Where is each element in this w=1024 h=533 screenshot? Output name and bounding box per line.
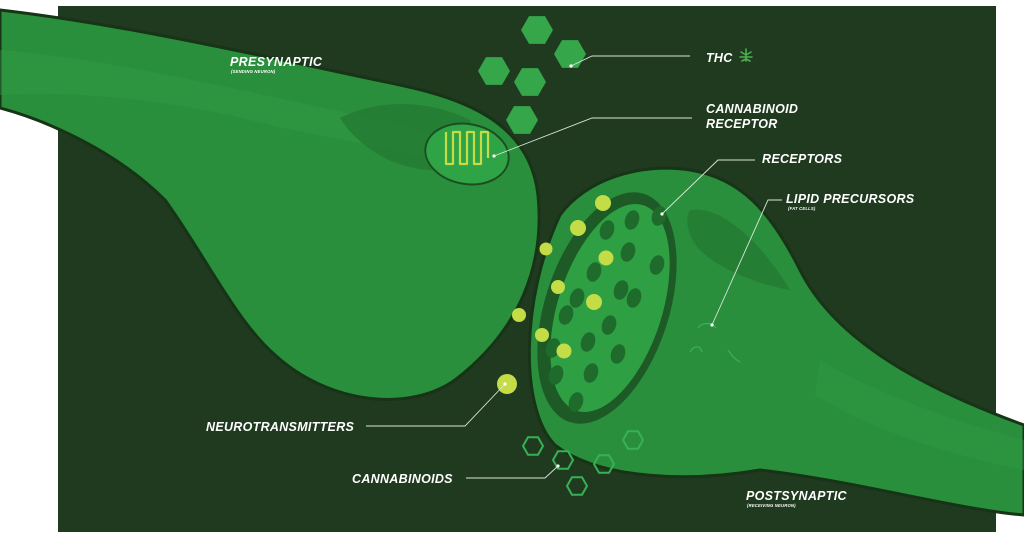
cannabinoid-receptor-callout: CANNABINOID RECEPTOR xyxy=(492,102,798,158)
cannabinoid-molecule xyxy=(551,450,575,470)
receptor-spot xyxy=(586,262,602,282)
receptor-spot xyxy=(558,305,574,325)
thc-molecule xyxy=(554,40,586,68)
presynaptic-sublabel: (SENDING NEURON) xyxy=(231,69,276,74)
receptor-site xyxy=(537,192,677,424)
receptor-spot xyxy=(626,288,642,308)
receptor-spot xyxy=(548,365,564,385)
receptor-spot xyxy=(568,392,584,412)
neurotransmitter xyxy=(535,328,549,342)
neurotransmitters-label: NEUROTRANSMITTERS xyxy=(206,420,355,434)
cannabis-leaf-icon xyxy=(739,48,753,62)
receptor-spot xyxy=(620,242,636,262)
cannabinoid-receptor-label-line1: CANNABINOID xyxy=(706,102,798,116)
receptor-spot xyxy=(583,363,599,383)
cannabinoid-molecule xyxy=(592,454,616,474)
receptors-callout: RECEPTORS xyxy=(660,152,842,216)
thc-molecule xyxy=(521,16,553,44)
neurotransmitter xyxy=(556,343,572,359)
neurotransmitter xyxy=(570,220,586,236)
thc-molecules xyxy=(478,16,586,134)
neurotransmitter-dots xyxy=(497,195,614,394)
neurotransmitter xyxy=(539,242,553,256)
receptor-spot xyxy=(610,344,626,364)
cannabinoids-callout: CANNABINOIDS xyxy=(352,464,560,486)
receptor-spot xyxy=(580,332,596,352)
cannabinoid-molecules xyxy=(521,430,645,496)
receptor-spot xyxy=(601,315,617,335)
neurotransmitter xyxy=(497,374,517,394)
receptors-label: RECEPTORS xyxy=(762,152,843,166)
lipid-precursors-label: LIPID PRECURSORS xyxy=(786,192,915,206)
neurotransmitter xyxy=(512,308,526,322)
receptor-spot xyxy=(569,288,585,308)
neurotransmitter xyxy=(595,195,611,211)
cannabinoid-receptor xyxy=(424,122,510,186)
postsynaptic-label: POSTSYNAPTIC xyxy=(746,489,848,503)
lipid-precursors xyxy=(689,322,741,363)
neurotransmitter xyxy=(586,294,602,310)
thc-label: THC xyxy=(706,51,733,65)
receptor-spot xyxy=(545,338,561,358)
receptor-spot xyxy=(624,210,640,230)
neurotransmitter xyxy=(598,250,614,266)
thc-molecule xyxy=(478,57,510,85)
thc-callout: THC xyxy=(569,48,753,68)
receptor-spot xyxy=(649,255,665,275)
cannabinoid-receptor-label-line2: RECEPTOR xyxy=(706,117,778,131)
receptor-spot xyxy=(613,280,629,300)
presynaptic-label: PRESYNAPTIC xyxy=(230,55,323,69)
postsynaptic-sublabel: (RECEIVING NEURON) xyxy=(747,503,796,508)
receptor-spot xyxy=(599,220,615,240)
thc-molecule xyxy=(506,106,538,134)
presynaptic-neuron xyxy=(0,8,541,401)
neurotransmitters-callout: NEUROTRANSMITTERS xyxy=(206,382,507,434)
lipid-precursors-callout: LIPID PRECURSORS (FAT CELLS) xyxy=(710,192,914,327)
thc-molecule xyxy=(514,68,546,96)
cannabinoids-label: CANNABINOIDS xyxy=(352,472,453,486)
neurotransmitter xyxy=(551,280,565,294)
cannabinoid-molecule xyxy=(565,476,589,496)
cannabinoid-molecule xyxy=(521,436,545,456)
receptor-spot xyxy=(651,206,667,226)
lipid-precursors-sublabel: (FAT CELLS) xyxy=(788,206,816,211)
cannabinoid-molecule xyxy=(621,430,645,450)
